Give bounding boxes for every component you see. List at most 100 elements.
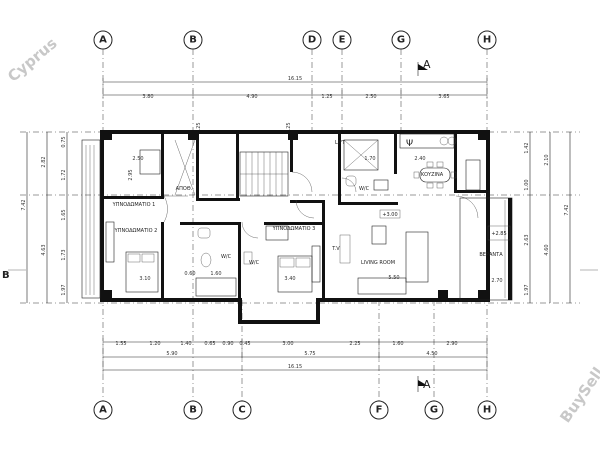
bedroom-3: ΥΠΝΟΔΩΜΑΤΙΟ 3 3.40 — [265, 225, 321, 293]
dim-top-wall-1: 0.25 — [196, 122, 202, 133]
bathroom: W/C 1.60 0.60 — [184, 227, 237, 297]
grid-label-bottom-h: H — [483, 405, 491, 416]
grid-label-top-a: A — [99, 35, 107, 46]
bedroom-2: ΥΠΝΟΔΩΜΑΤΙΟ 2 3.10 — [105, 221, 159, 293]
wc3-label: W/C — [249, 260, 260, 266]
dim-bot-total: 16.15 — [288, 364, 302, 370]
dim-bot-row2-2: 5.75 — [304, 351, 315, 357]
dim-left-seg-1: 2.82 — [41, 156, 47, 167]
psi-symbol: Ψ — [406, 139, 413, 149]
dim-bot-5: 0.90 — [222, 341, 233, 347]
dim-bot-row2-3: 4.50 — [426, 351, 437, 357]
dim-top-seg-4: 2.50 — [365, 94, 376, 100]
dim-right-sub-2: 1.00 — [524, 179, 530, 190]
grid-label-top-b: B — [189, 35, 197, 46]
dim-right-sub-4: 1.97 — [524, 284, 530, 295]
living-level: +3.00 — [382, 212, 397, 218]
dim-left-sub-4: 1.73 — [61, 249, 67, 260]
living-room: +3.00 LIVING ROOM 5.50 T.V — [331, 209, 429, 295]
kitchen-counter: Ψ ΚΟΥΖΙΝΑ 2.40 — [399, 133, 481, 191]
dim-left-total: 7.42 — [21, 199, 27, 210]
dim-left-sub-1: 0.75 — [61, 136, 67, 147]
grid-label-top-e: E — [339, 35, 346, 46]
bedroom2-label: ΥΠΝΟΔΩΜΑΤΙΟ 2 — [114, 228, 158, 234]
left-balcony — [81, 139, 101, 299]
dim-left-sub-2: 1.72 — [61, 169, 67, 180]
top-dimensions: 16.15 3.80 4.90 1.25 2.50 3.65 0.25 0.25 — [102, 76, 488, 134]
dim-bot-9: 1.60 — [392, 341, 403, 347]
outer-walls — [100, 130, 490, 324]
grid-label-top-h: H — [483, 35, 491, 46]
lift-label: LIFT — [335, 140, 346, 146]
wc-dim: 0.60 — [184, 271, 195, 277]
interior-walls — [104, 134, 490, 300]
bedroom-1: ΥΠΝΟΔΩΜΑΤΙΟ 1 2.50 2.95 — [112, 149, 161, 208]
dim-bot-4: 0.65 — [204, 341, 215, 347]
dim-bot-8: 2.25 — [349, 341, 360, 347]
dim-top-seg-3: 1.25 — [321, 94, 332, 100]
dim-bot-3: 1.40 — [180, 341, 191, 347]
grid-label-top-g: G — [397, 35, 405, 46]
bedroom1-depth: 2.95 — [128, 169, 134, 180]
section-label-bottom: A — [423, 378, 431, 391]
dim-right-sub-1: 1.42 — [524, 142, 530, 153]
dim-left-sub-3: 1.65 — [61, 209, 67, 220]
dim-bot-7: 3.00 — [282, 341, 293, 347]
grid-label-top-d: D — [308, 35, 316, 46]
living-label: LIVING ROOM — [361, 260, 395, 266]
top-grid-axes: A B D E G H — [93, 30, 497, 50]
wc1-label: W/C — [221, 254, 232, 260]
dim-right-seg-2: 4.60 — [544, 244, 550, 255]
wc-services: W/C W/C — [243, 175, 389, 266]
dim-top-total: 16.15 — [288, 76, 302, 82]
dim-top-seg-1: 3.80 — [142, 94, 153, 100]
closet-label: ΑΠΟΘ. — [176, 186, 193, 192]
dim-right-seg-1: 2.10 — [544, 154, 550, 165]
left-dimensions: 7.42 2.82 4.63 0.75 1.72 1.65 1.73 1.97 — [21, 132, 68, 303]
grid-label-left-b: B — [2, 270, 10, 281]
bottom-dimensions: 1.55 1.20 1.40 0.65 0.90 0.45 3.00 2.25 … — [102, 338, 488, 374]
grid-label-bottom-b: B — [189, 405, 197, 416]
dim-top-seg-2: 4.90 — [246, 94, 257, 100]
kitchen-width: 2.40 — [414, 156, 425, 162]
dim-top-wall-2: 0.25 — [286, 122, 292, 133]
section-label-top: A — [423, 58, 431, 71]
bedroom3-label: ΥΠΝΟΔΩΜΑΤΙΟ 3 — [272, 226, 316, 232]
right-dimensions: 1.42 1.00 2.63 1.97 2.10 4.60 7.42 — [524, 132, 571, 303]
kitchen-label: ΚΟΥΖΙΝΑ — [421, 172, 444, 178]
bedroom3-width: 3.40 — [284, 276, 295, 282]
dim-right-total: 7.42 — [564, 204, 570, 215]
section-mark-top: A — [417, 58, 431, 76]
bedroom2-width: 3.10 — [139, 276, 150, 282]
door-swings — [163, 171, 479, 239]
section-mark-bottom: A — [417, 376, 431, 392]
bath-dim: 1.60 — [210, 271, 221, 277]
bottom-grid-axes: A B C F G H — [93, 400, 497, 420]
tv-label: T.V — [331, 246, 340, 252]
dim-bot-10: 2.90 — [446, 341, 457, 347]
veranda-width: 2.70 — [491, 278, 502, 284]
dim-left-sub-5: 1.97 — [61, 284, 67, 295]
lift-shaft: LIFT 1.70 — [335, 139, 379, 171]
dim-top-seg-5: 3.65 — [438, 94, 449, 100]
bedroom1-label: ΥΠΝΟΔΩΜΑΤΙΟ 1 — [112, 202, 156, 208]
dim-bot-1: 1.55 — [115, 341, 126, 347]
staircase — [174, 139, 289, 197]
grid-label-bottom-c: C — [238, 405, 245, 416]
dim-bot-2: 1.20 — [149, 341, 160, 347]
wc2-label: W/C — [359, 186, 370, 192]
grid-label-bottom-a: A — [99, 405, 107, 416]
dim-bot-row2-1: 5.90 — [166, 351, 177, 357]
grid-label-bottom-g: G — [430, 405, 438, 416]
veranda-level: +2.85 — [491, 231, 506, 237]
dim-left-seg-2: 4.63 — [41, 244, 47, 255]
veranda-label: ΒΕΡΑΝΤΑ — [479, 252, 503, 258]
dim-bot-6: 0.45 — [239, 341, 250, 347]
veranda-area: +2.85 ΒΕΡΑΝΤΑ 2.70 — [459, 197, 513, 301]
grid-label-bottom-f: F — [376, 405, 383, 416]
watermark-top-left: Cyprus — [4, 34, 60, 85]
watermark-bottom-right: BuySell — [556, 364, 600, 426]
living-width: 5.50 — [388, 275, 399, 281]
bedroom1-width: 2.50 — [132, 156, 143, 162]
